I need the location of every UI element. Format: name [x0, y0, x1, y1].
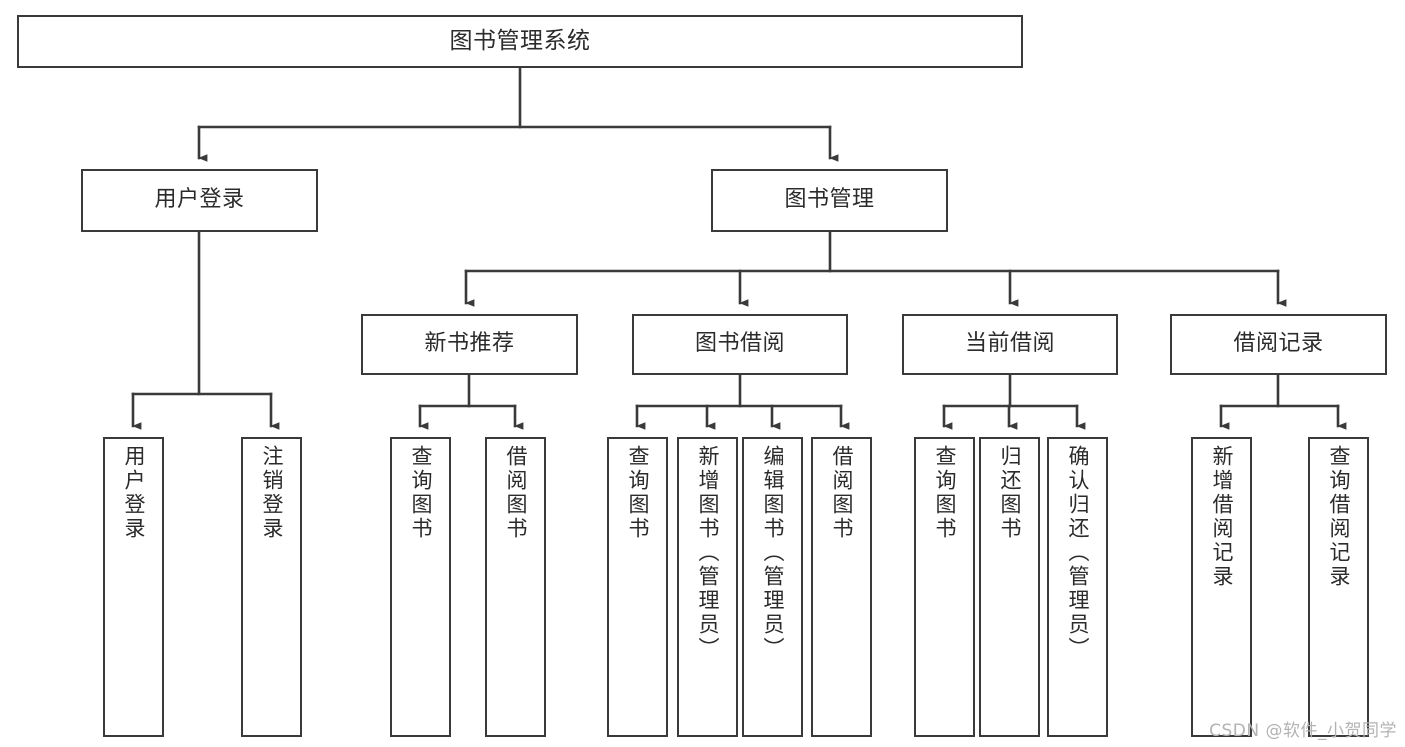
- node-label: 借阅图书: [830, 445, 855, 541]
- node-label: 用户登录: [154, 187, 245, 213]
- node-label: 编辑图书（管理员）: [761, 445, 786, 661]
- node-new-book-recommend[interactable]: 新书推荐: [361, 314, 578, 375]
- leaf-confirm-return-admin[interactable]: 确认归还（管理员）: [1047, 437, 1108, 737]
- leaf-add-borrow-record[interactable]: 新增借阅记录: [1191, 437, 1252, 737]
- leaf-user-login[interactable]: 用户登录: [103, 437, 164, 737]
- leaf-borrow-book-recommend[interactable]: 借阅图书: [485, 437, 546, 737]
- node-label: 借阅图书: [504, 445, 529, 541]
- node-label: 确认归还（管理员）: [1066, 445, 1091, 661]
- node-label: 查询借阅记录: [1327, 445, 1352, 589]
- node-label: 新增借阅记录: [1210, 445, 1235, 589]
- node-label: 图书管理: [784, 187, 875, 213]
- node-label: 查询图书: [409, 445, 434, 541]
- node-book-management[interactable]: 图书管理: [711, 169, 948, 232]
- node-label: 新书推荐: [424, 331, 515, 357]
- node-book-borrow[interactable]: 图书借阅: [632, 314, 848, 375]
- node-label: 图书管理系统: [449, 27, 591, 54]
- node-borrow-record[interactable]: 借阅记录: [1170, 314, 1387, 375]
- leaf-edit-book-admin[interactable]: 编辑图书（管理员）: [742, 437, 803, 737]
- node-label: 新增图书（管理员）: [696, 445, 721, 661]
- leaf-borrow-book[interactable]: 借阅图书: [811, 437, 872, 737]
- node-label: 归还图书: [998, 445, 1023, 541]
- node-label: 用户登录: [122, 445, 147, 541]
- leaf-user-logout[interactable]: 注销登录: [241, 437, 302, 737]
- node-label: 注销登录: [260, 445, 285, 541]
- leaf-query-book-borrow[interactable]: 查询图书: [607, 437, 668, 737]
- node-label: 当前借阅: [964, 331, 1055, 357]
- node-user-login[interactable]: 用户登录: [81, 169, 318, 232]
- node-current-borrow[interactable]: 当前借阅: [902, 314, 1118, 375]
- node-label: 查询图书: [933, 445, 958, 541]
- leaf-query-book-recommend[interactable]: 查询图书: [390, 437, 451, 737]
- leaf-return-book[interactable]: 归还图书: [979, 437, 1040, 737]
- leaf-query-borrow-record[interactable]: 查询借阅记录: [1308, 437, 1369, 737]
- leaf-query-book-current[interactable]: 查询图书: [914, 437, 975, 737]
- node-root-book-management-system[interactable]: 图书管理系统: [17, 15, 1023, 68]
- node-label: 图书借阅: [694, 331, 785, 357]
- node-label: 借阅记录: [1233, 331, 1324, 357]
- node-label: 查询图书: [626, 445, 651, 541]
- leaf-add-book-admin[interactable]: 新增图书（管理员）: [677, 437, 738, 737]
